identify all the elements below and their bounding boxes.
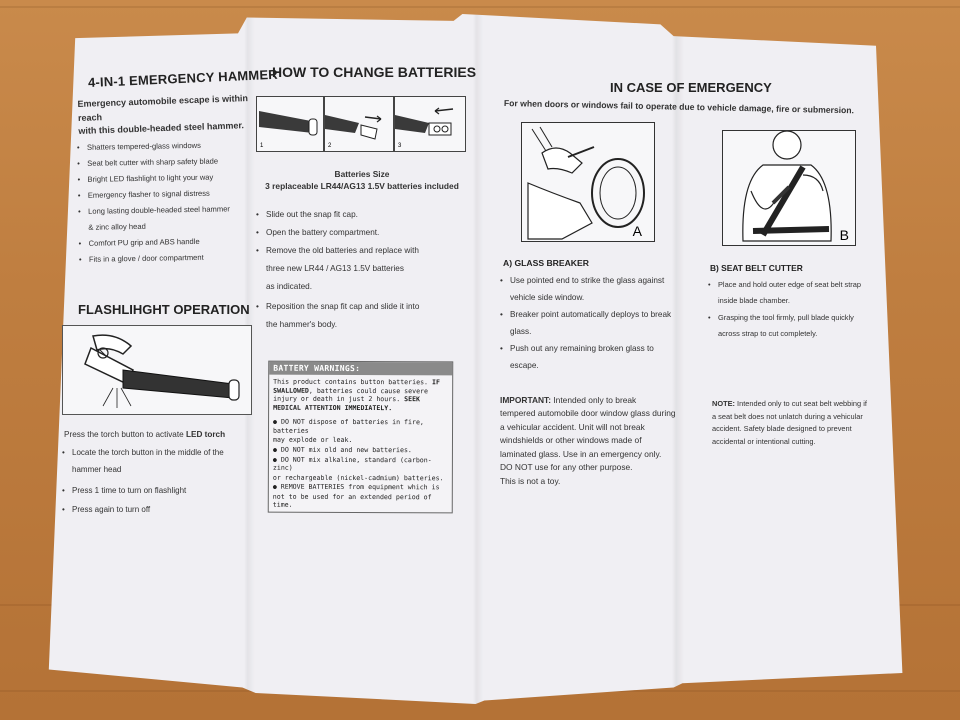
list-item: hammer head bbox=[72, 465, 122, 474]
warning-item: not to be used for an extended period of… bbox=[272, 492, 432, 510]
press-text: Press the torch button to activate bbox=[64, 430, 186, 439]
flashlight-illustration bbox=[62, 325, 252, 415]
list-item: & zinc alloy head bbox=[88, 221, 146, 232]
list-item: as indicated. bbox=[266, 282, 312, 292]
warnings-heading: BATTERY WARNINGS: bbox=[269, 361, 453, 376]
warn-text: injury or death in just 2 hours. bbox=[273, 394, 405, 404]
person-cutting-belt-icon bbox=[742, 131, 832, 242]
note-notice: NOTE: Intended only to cut seat belt web… bbox=[712, 398, 902, 448]
glass-breaker-illustration: A bbox=[521, 122, 655, 242]
warning-item: ● REMOVE BATTERIES from equipment which … bbox=[272, 482, 440, 492]
warnings-body: This product contains button batteries. … bbox=[269, 375, 452, 515]
important-label: IMPORTANT: bbox=[500, 395, 552, 405]
warnings-intro: This product contains button batteries. … bbox=[273, 378, 448, 413]
list-item: Remove the old batteries and replace wit… bbox=[256, 246, 456, 255]
list-item: Open the battery compartment. bbox=[256, 228, 456, 237]
list-item: Shatters tempered-glass windows bbox=[77, 140, 247, 152]
warn-bold: IF bbox=[431, 378, 440, 387]
list-item: vehicle side window. bbox=[510, 293, 585, 302]
list-item: Grasping the tool firmly, pull blade qui… bbox=[708, 313, 888, 322]
figure-label-a: A bbox=[632, 223, 642, 239]
note-label: NOTE: bbox=[712, 399, 735, 408]
battery-warnings-box: BATTERY WARNINGS: This product contains … bbox=[267, 360, 454, 515]
list-item: Press again to turn off bbox=[62, 505, 252, 514]
list-item: Push out any remaining broken glass to bbox=[500, 344, 700, 353]
notice-line: DO NOT use for any other purpose. bbox=[500, 462, 633, 473]
list-item: the hammer's body. bbox=[266, 320, 338, 330]
seat-belt-illustration: B bbox=[722, 130, 856, 246]
notice-line: Intended only to cut seat belt webbing i… bbox=[735, 399, 867, 408]
warn-text: This product contains button batteries. bbox=[273, 377, 433, 387]
flashlight-title: FLASHLIHGHT OPERATION bbox=[78, 302, 250, 317]
seatbelt-steps-list: Place and hold outer edge of seat belt s… bbox=[708, 280, 888, 345]
list-item: across strap to cut completely. bbox=[718, 329, 818, 338]
list-item: glass. bbox=[510, 327, 532, 336]
battery-size-label: Batteries Size bbox=[334, 169, 390, 179]
important-notice: IMPORTANT: Intended only to break temper… bbox=[500, 394, 710, 488]
panel3-title: IN CASE OF EMERGENCY bbox=[610, 80, 772, 95]
notice-line: windshields or other windows made of bbox=[500, 435, 642, 446]
warning-item: ● DO NOT mix old and new batteries. bbox=[272, 445, 412, 455]
warn-bold: SWALLOWED bbox=[273, 386, 309, 395]
list-item: Fits in a glove / door compartment bbox=[79, 252, 249, 264]
list-item: inside blade chamber. bbox=[718, 296, 790, 305]
notice-line: Intended only to break bbox=[551, 395, 637, 405]
step-number: 3 bbox=[398, 143, 402, 149]
glass-breaker-title: A) GLASS BREAKER bbox=[503, 258, 589, 268]
list-item: Locate the torch button in the middle of… bbox=[62, 448, 252, 457]
list-item: Use pointed end to strike the glass agai… bbox=[500, 276, 700, 285]
glass-steps-list: Use pointed end to strike the glass agai… bbox=[500, 276, 700, 377]
warning-item: or rechargeable (nickel-cadmium) batteri… bbox=[272, 473, 444, 482]
list-item: Long lasting double-headed steel hammer bbox=[78, 204, 248, 216]
notice-line: accidental or intentional cutting. bbox=[712, 436, 816, 446]
battery-step-3: 3 bbox=[394, 96, 466, 152]
battery-step-2: 2 bbox=[324, 96, 394, 152]
list-item: Reposition the snap fit cap and slide it… bbox=[256, 302, 456, 311]
notice-line: This is not a toy. bbox=[500, 475, 561, 486]
notice-line: a vehicular accident. Unit will not brea… bbox=[500, 421, 645, 432]
list-item: Place and hold outer edge of seat belt s… bbox=[708, 280, 888, 289]
list-item: Press 1 time to turn on flashlight bbox=[62, 486, 252, 495]
panel2-title: HOW TO CHANGE BATTERIES bbox=[272, 64, 477, 80]
battery-size-value: 3 replaceable LR44/AG13 1.5V batteries i… bbox=[265, 180, 459, 191]
press-text-bold: LED torch bbox=[185, 430, 226, 439]
list-item: Bright LED flashlight to light your way bbox=[77, 172, 247, 184]
figure-label-b: B bbox=[839, 227, 849, 243]
steering-wheel-icon bbox=[527, 126, 645, 240]
step-number: 2 bbox=[328, 143, 332, 149]
wood-grain bbox=[0, 6, 960, 8]
warning-item: ● DO NOT dispose of batteries in fire, b… bbox=[273, 417, 424, 435]
warn-bold: ATTENTION IMMEDIATELY. bbox=[304, 403, 393, 412]
warning-item: may explode or leak. bbox=[272, 436, 353, 445]
list-item: Emergency flasher to signal distress bbox=[78, 188, 248, 200]
battery-step-1: 1 bbox=[256, 96, 324, 152]
list-item: three new LR44 / AG13 1.5V batteries bbox=[266, 264, 404, 274]
press-instruction: Press the torch button to activate LED t… bbox=[64, 430, 225, 439]
flash-steps-list: Locate the torch button in the middle of… bbox=[62, 448, 252, 521]
feature-list: Shatters tempered-glass windows Seat bel… bbox=[77, 140, 249, 271]
list-item: escape. bbox=[510, 361, 539, 370]
battery-size: Batteries Size 3 replaceable LR44/AG13 1… bbox=[262, 169, 462, 193]
warn-text: , batteries could cause severe bbox=[308, 386, 429, 395]
notice-line: a seat belt does not unlatch during a ve… bbox=[712, 411, 863, 421]
notice-line: accident. Safety blade designed to preve… bbox=[712, 424, 852, 434]
list-item: Comfort PU grip and ABS handle bbox=[79, 236, 249, 248]
list-item: Breaker point automatically deploys to b… bbox=[500, 310, 700, 319]
hammer-torch-icon bbox=[84, 334, 240, 408]
panel1-subtitle: Emergency automobile escape is within re… bbox=[77, 92, 258, 139]
notice-line: tempered automobile door window glass du… bbox=[500, 408, 676, 419]
warning-item: ● DO NOT mix alkaline, standard (carbon-… bbox=[272, 455, 432, 472]
seat-belt-title: B) SEAT BELT CUTTER bbox=[710, 263, 803, 273]
notice-line: laminated glass. Use in an emergency onl… bbox=[500, 448, 662, 459]
step-number: 1 bbox=[260, 143, 264, 149]
list-item: Slide out the snap fit cap. bbox=[256, 210, 456, 219]
battery-steps-list: Slide out the snap fit cap. Open the bat… bbox=[256, 210, 456, 336]
list-item: Seat belt cutter with sharp safety blade bbox=[77, 156, 247, 168]
